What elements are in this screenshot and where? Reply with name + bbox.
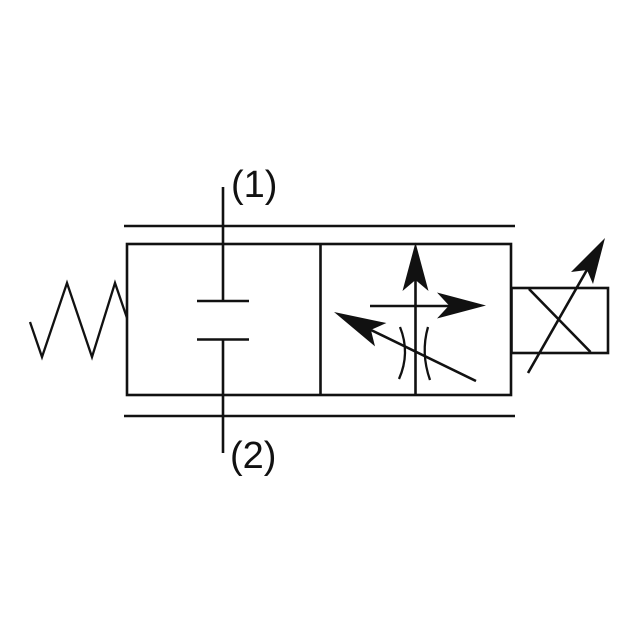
envelope: [124, 224, 515, 418]
port-2: (2): [221, 339, 276, 477]
orifice-right-arc: [423, 326, 432, 381]
port-1: (1): [221, 164, 277, 301]
solenoid-adjustment-arrow-icon: [571, 238, 605, 284]
orifice-left-arc: [397, 326, 407, 380]
flow-up-arrow-icon: [402, 242, 429, 291]
solenoid-diagonal-line: [528, 288, 592, 353]
valve-body-outline: [125, 242, 513, 397]
proportional-solenoid-icon: [510, 238, 610, 374]
blocked-port-bars-icon: [197, 299, 249, 341]
valve-body: [125, 242, 513, 397]
solenoid-box: [510, 286, 610, 355]
spring-icon: [28, 279, 129, 361]
port-1-label: (1): [231, 164, 277, 206]
flow-path-symbols: [334, 242, 486, 395]
port-2-label: (2): [230, 435, 276, 477]
restriction-orifice-icon: [397, 326, 432, 381]
flow-diagonal-arrow-shaft: [370, 328, 477, 383]
solenoid-adjustment-arrow-shaft: [526, 260, 594, 374]
flow-right-arrow-icon: [437, 292, 486, 319]
flow-diagonal-arrow-icon: [334, 312, 387, 347]
